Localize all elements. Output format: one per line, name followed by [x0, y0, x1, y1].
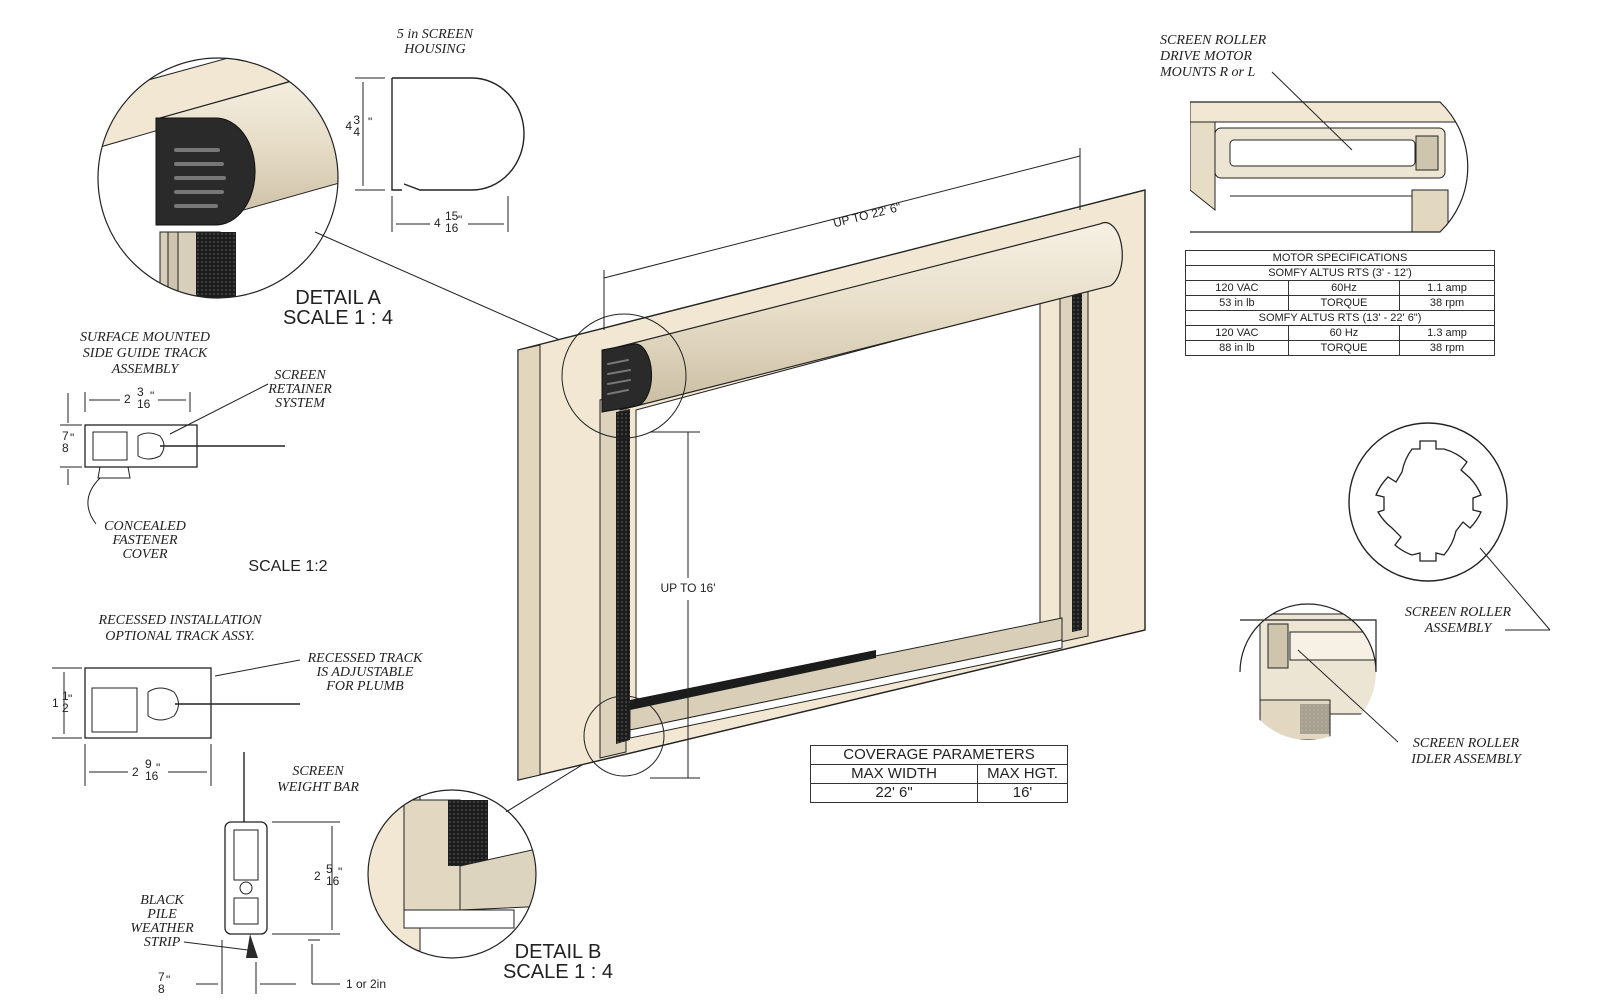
motor-cell: 38 rpm	[1399, 295, 1495, 311]
recessed-height-den: 2	[62, 701, 69, 715]
weight-bar-height-whole: 2	[314, 869, 321, 883]
detail-a-view	[97, 57, 561, 341]
retainer-label-line1: SCREEN	[274, 368, 326, 383]
motor-cell: 1.1 amp	[1399, 280, 1495, 296]
recessed-width-den: 16	[145, 769, 159, 783]
motor-cell: 120 VAC	[1185, 325, 1289, 341]
surface-track-title-line2: SIDE GUIDE TRACK	[83, 346, 208, 361]
surface-track-width-num: 3	[137, 385, 144, 399]
recessed-section: RECESSED INSTALLATION OPTIONAL TRACK ASS…	[52, 613, 423, 786]
recessed-note-line2: IS ADJUSTABLE	[315, 665, 414, 680]
fastener-label-line2: FASTENER	[111, 533, 178, 548]
coverage-title: COVERAGE PARAMETERS	[810, 745, 1068, 765]
retainer-label-line2: RETAINER	[267, 382, 332, 397]
housing-width-den: 16	[445, 221, 459, 235]
recessed-width-num: 9	[145, 757, 152, 771]
surface-track-height-den: 8	[62, 441, 69, 455]
surface-track-width-den: 16	[137, 397, 151, 411]
drive-motor-section: SCREEN ROLLER DRIVE MOTOR MOUNTS R or L	[1159, 33, 1469, 233]
recessed-height-unit: "	[68, 692, 72, 706]
recessed-width-whole: 2	[132, 765, 139, 779]
weight-bar-title-line2: WEIGHT BAR	[277, 780, 359, 795]
pile-label-line1: BLACK	[140, 893, 184, 908]
coverage-max-width-value: 22' 6"	[809, 783, 979, 803]
recessed-height-whole: 1	[52, 696, 59, 710]
surface-track-scale: SCALE 1:2	[248, 558, 327, 575]
fastener-label-line1: CONCEALED	[104, 519, 186, 534]
surface-track-width-unit: "	[150, 389, 154, 403]
surface-track-height-unit: "	[70, 431, 74, 445]
recessed-note-line3: FOR PLUMB	[325, 679, 404, 694]
housing-title-line2: HOUSING	[403, 42, 465, 57]
detail-a-label-line1: DETAIL A	[295, 287, 381, 309]
housing-width-unit: "	[458, 213, 462, 227]
recessed-height-num: 1	[62, 689, 69, 703]
weight-bar-height-num: 5	[326, 862, 333, 876]
housing-width-num: 15	[445, 209, 459, 223]
recessed-note-line1: RECESSED TRACK	[307, 651, 423, 666]
motor-table-title: MOTOR SPECIFICATIONS	[1185, 250, 1495, 266]
detail-b-label-line1: DETAIL B	[515, 941, 602, 963]
weight-bar-height-unit: "	[338, 865, 342, 879]
coverage-col-max-width: MAX WIDTH	[809, 764, 979, 784]
motor-cell: 60 Hz	[1287, 325, 1401, 341]
weight-bar-title-line1: SCREEN	[292, 764, 344, 779]
recessed-title-line1: RECESSED INSTALLATION	[98, 613, 263, 628]
coverage-col-max-height: MAX HGT.	[977, 764, 1068, 784]
motor-model-1: SOMFY ALTUS RTS (3' - 12')	[1185, 265, 1495, 281]
housing-height-den: 4	[353, 125, 360, 139]
drive-motor-label-line2: DRIVE MOTOR	[1159, 49, 1252, 64]
screen-housing-section: 5 in SCREEN HOUSING 4 3 4 " 4 15 16 "	[345, 27, 525, 235]
surface-track-title-line3: ASSEMBLY	[111, 362, 181, 377]
weight-bar-section: SCREEN WEIGHT BAR 2 5 16 " BLACK PILE WE…	[130, 752, 386, 996]
motor-specifications-table: MOTOR SPECIFICATIONS SOMFY ALTUS RTS (3'…	[1185, 250, 1495, 356]
motor-cell: TORQUE	[1287, 340, 1401, 356]
motor-cell: 53 in lb	[1185, 295, 1289, 311]
housing-height-whole: 4	[345, 119, 352, 133]
detail-a-label-line2: SCALE 1 : 4	[283, 307, 393, 329]
detail-b-view	[367, 759, 591, 959]
surface-track-section: SURFACE MOUNTED SIDE GUIDE TRACK ASSEMBL…	[60, 330, 332, 575]
detail-b-label-line2: SCALE 1 : 4	[503, 961, 613, 983]
housing-width-whole: 4	[434, 216, 441, 230]
weight-bar-width-num: 7	[158, 970, 165, 984]
fastener-label-line3: COVER	[122, 547, 168, 562]
pile-label-line3: WEATHER	[130, 921, 194, 936]
surface-track-title-line1: SURFACE MOUNTED	[80, 330, 210, 345]
motor-cell: TORQUE	[1287, 295, 1401, 311]
pile-label-line4: STRIP	[144, 935, 181, 950]
motor-cell: 120 VAC	[1185, 280, 1289, 296]
housing-title-line1: 5 in SCREEN	[397, 27, 474, 42]
recessed-width-unit: "	[156, 761, 160, 775]
main-isometric-view: UP TO 22' 6" UP TO 16'	[517, 148, 1146, 781]
weight-bar-width-den: 8	[158, 982, 165, 996]
surface-track-width-whole: 2	[124, 392, 131, 406]
retainer-label-line3: SYSTEM	[275, 396, 326, 411]
motor-cell: 88 in lb	[1185, 340, 1289, 356]
motor-cell: 60Hz	[1287, 280, 1401, 296]
coverage-parameters-table: COVERAGE PARAMETERS MAX WIDTH MAX HGT. 2…	[809, 745, 1068, 803]
roller-assembly-label-line2: ASSEMBLY	[1424, 621, 1494, 636]
housing-height-unit: "	[368, 115, 372, 129]
drive-motor-label-line1: SCREEN ROLLER	[1160, 33, 1267, 48]
motor-model-2: SOMFY ALTUS RTS (13' - 22' 6")	[1185, 310, 1495, 326]
surface-track-height-num: 7	[62, 429, 69, 443]
recessed-title-line2: OPTIONAL TRACK ASSY.	[105, 629, 255, 644]
drive-motor-label-line3: MOUNTS R or L	[1159, 65, 1256, 80]
housing-height-num: 3	[353, 113, 360, 127]
motor-cell: 38 rpm	[1399, 340, 1495, 356]
roller-assembly-section: SCREEN ROLLER ASSEMBLY	[1348, 422, 1551, 636]
pile-label-line2: PILE	[146, 907, 177, 922]
idler-label-line2: IDLER ASSEMBLY	[1410, 752, 1523, 767]
coverage-max-height-value: 16'	[977, 783, 1068, 803]
weight-bar-width-unit: "	[166, 973, 170, 987]
motor-cell: 1.3 amp	[1399, 325, 1495, 341]
idler-label-line1: SCREEN ROLLER	[1413, 736, 1520, 751]
weight-bar-height-den: 16	[326, 874, 340, 888]
weight-bar-gap: 1 or 2in	[346, 977, 386, 991]
roller-assembly-label-line1: SCREEN ROLLER	[1405, 605, 1512, 620]
height-dimension-label: UP TO 16'	[661, 581, 716, 595]
